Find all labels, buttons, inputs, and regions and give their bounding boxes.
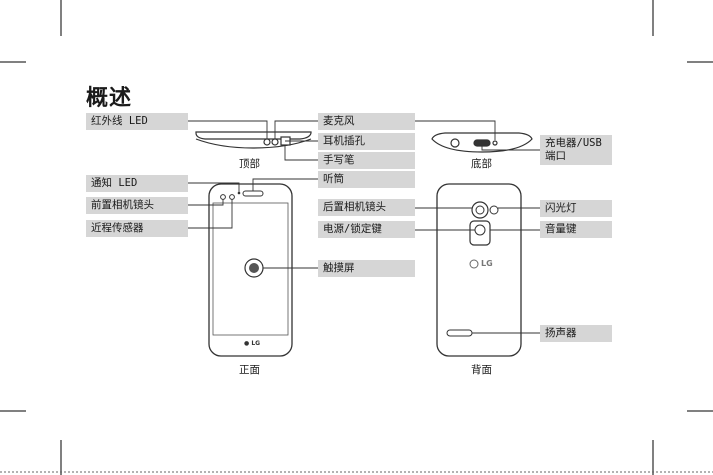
label-speaker: 扬声器 (540, 325, 612, 342)
label-rear-camera: 后置相机镜头 (318, 199, 415, 216)
back-lg-logo: LG (481, 259, 493, 268)
label-front-camera: 前置相机镜头 (86, 197, 188, 214)
back-view-phone (437, 184, 521, 356)
label-ir-led: 红外线 LED (86, 113, 188, 130)
label-stylus: 手写笔 (318, 152, 415, 169)
label-power-lock-key: 电源/锁定键 (318, 221, 415, 238)
caption-front-view: 正面 (239, 362, 260, 377)
label-proximity-sensor: 近程传感器 (86, 220, 188, 237)
caption-top-view: 顶部 (239, 156, 260, 171)
label-notification-led: 通知 LED (86, 175, 188, 192)
caption-back-view: 背面 (471, 362, 492, 377)
label-microphone: 麦克风 (318, 113, 415, 130)
top-view-phone (196, 132, 311, 148)
front-view-phone (209, 184, 292, 356)
label-charger-usb-port: 充电器/USB 端口 (540, 135, 612, 165)
label-touchscreen: 触摸屏 (318, 260, 415, 277)
label-earpiece: 听筒 (318, 171, 415, 188)
label-flash: 闪光灯 (540, 200, 612, 217)
label-earphone-jack: 耳机插孔 (318, 133, 415, 150)
front-lg-logo: ● LG (244, 340, 260, 347)
page-title: 概述 (86, 80, 132, 112)
label-volume-keys: 音量键 (540, 221, 612, 238)
caption-bottom-view: 底部 (471, 156, 492, 171)
